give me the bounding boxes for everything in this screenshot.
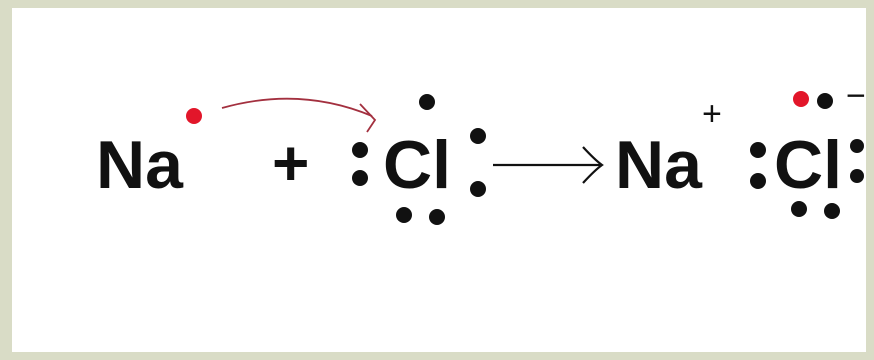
chlorine-electron-top <box>419 94 435 110</box>
chloride-electron-right-1 <box>850 139 864 153</box>
chlorine-electron-left-2 <box>352 170 368 186</box>
chlorine-electron-bottom-2 <box>429 209 445 225</box>
reactant-sodium-symbol: Na <box>96 127 184 203</box>
chloride-gained-electron <box>793 91 809 107</box>
product-sodium-symbol: Na <box>615 127 703 203</box>
reaction-arrow-head <box>582 146 604 184</box>
chloride-electron-top <box>817 93 833 109</box>
electron-transfer-arrow <box>221 97 373 117</box>
product-chloride-symbol: Cl <box>774 127 842 203</box>
diagram-panel <box>12 8 866 352</box>
chloride-electron-bottom-2 <box>824 203 840 219</box>
product-chloride-charge: − <box>846 77 866 115</box>
chlorine-electron-right-1 <box>470 128 486 144</box>
chloride-electron-right-2 <box>850 169 864 183</box>
chloride-electron-left-1 <box>750 142 766 158</box>
plus-operator: + <box>272 127 309 199</box>
reactant-chlorine-symbol: Cl <box>383 127 451 203</box>
chlorine-electron-right-2 <box>470 181 486 197</box>
chlorine-electron-left-1 <box>352 142 368 158</box>
chlorine-electron-bottom-1 <box>396 207 412 223</box>
right-frame-edge <box>866 0 874 360</box>
electron-transfer-arrowhead <box>359 103 377 133</box>
chloride-electron-left-2 <box>750 173 766 189</box>
chloride-electron-bottom-1 <box>791 201 807 217</box>
sodium-valence-electron <box>186 108 202 124</box>
product-sodium-charge: + <box>702 95 722 133</box>
